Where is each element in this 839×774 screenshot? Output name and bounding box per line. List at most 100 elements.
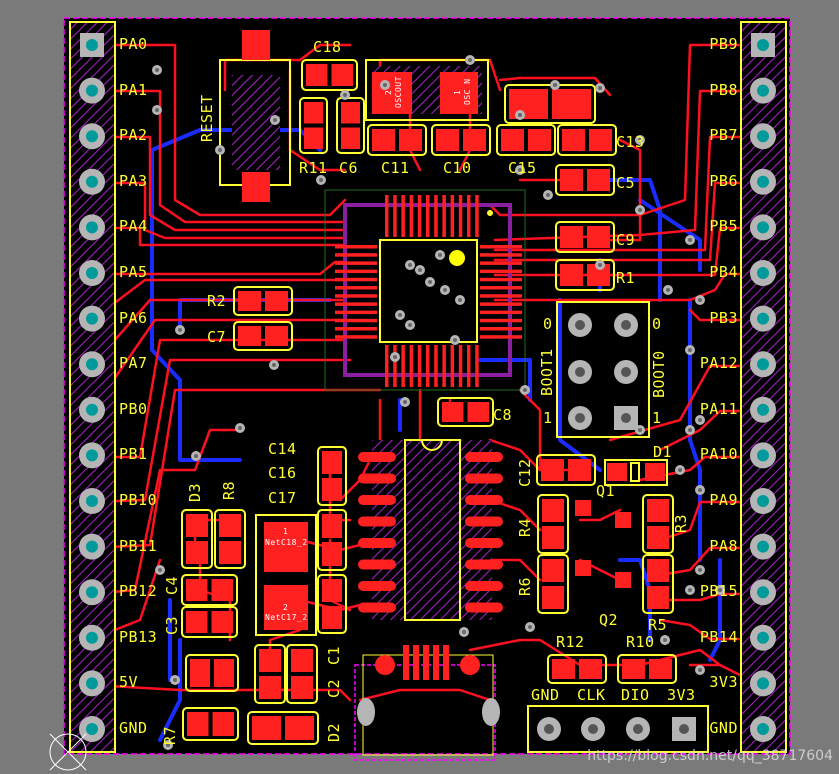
right-header-pin[interactable]	[750, 533, 776, 560]
passive-component[interactable]	[557, 124, 617, 156]
ic-pin	[358, 473, 396, 484]
transistor-pad	[575, 560, 591, 576]
swd-header-footprint[interactable]	[527, 705, 709, 753]
right-header-pin[interactable]	[750, 624, 776, 651]
usb-connector-footprint[interactable]	[354, 645, 500, 761]
passive-component[interactable]	[301, 59, 358, 91]
left-header-pin[interactable]	[79, 214, 105, 241]
ic-pin	[465, 538, 503, 548]
soic-ic-footprint[interactable]	[358, 439, 503, 621]
passive-component[interactable]	[317, 574, 347, 634]
via	[675, 465, 685, 475]
crystal-footprint[interactable]	[365, 59, 489, 121]
right-header-pin[interactable]	[750, 670, 776, 697]
passive-component[interactable]	[233, 286, 293, 316]
passive-component[interactable]	[642, 554, 674, 614]
label-r6: R6	[516, 576, 534, 596]
passive-component[interactable]	[247, 711, 319, 745]
left-header-pin[interactable]	[79, 442, 105, 469]
left-pin-label: PB13	[119, 627, 158, 646]
mcu-pin	[335, 335, 377, 339]
left-pin-label: PA0	[119, 35, 148, 53]
passive-component[interactable]	[317, 509, 347, 571]
mcu-pin	[393, 195, 397, 237]
via	[405, 260, 415, 270]
passive-component[interactable]	[537, 494, 569, 554]
passive-component[interactable]	[299, 97, 328, 154]
passive-component[interactable]	[437, 397, 494, 427]
passive-component[interactable]	[367, 124, 427, 156]
mcu-pin	[450, 195, 455, 237]
right-header-pin[interactable]	[750, 579, 776, 606]
via	[465, 55, 475, 65]
right-header-pin[interactable]	[750, 396, 776, 423]
left-header-pin[interactable]	[79, 77, 105, 104]
right-header-pin[interactable]	[750, 305, 776, 332]
via	[395, 310, 405, 320]
reset-button-footprint[interactable]	[219, 30, 291, 202]
left-header-pin[interactable]	[79, 579, 105, 606]
via	[425, 277, 435, 287]
left-header-pin[interactable]	[79, 533, 105, 560]
left-header-pin[interactable]	[79, 123, 105, 150]
left-header-pin[interactable]	[79, 305, 105, 332]
passive-component[interactable]	[214, 509, 246, 569]
passive-component[interactable]	[431, 124, 491, 156]
right-pin-label: PA8	[709, 536, 738, 555]
left-header-pin[interactable]	[79, 351, 105, 378]
passive-component[interactable]	[555, 164, 615, 196]
passive-component[interactable]	[555, 221, 615, 253]
right-header-pin[interactable]	[750, 716, 776, 742]
label-c8: C8	[493, 406, 513, 424]
passive-component[interactable]	[181, 606, 238, 638]
boot-jumper-footprint[interactable]	[556, 301, 650, 438]
right-header-pin[interactable]	[750, 260, 776, 286]
passive-component[interactable]	[317, 446, 347, 506]
right-header-pin[interactable]	[750, 488, 776, 514]
left-header-pin[interactable]	[79, 168, 105, 195]
passive-component[interactable]	[617, 654, 677, 684]
right-header-pin[interactable]	[750, 442, 776, 469]
right-header-pin[interactable]	[750, 123, 776, 150]
left-header-pin[interactable]	[79, 396, 105, 423]
passive-component[interactable]	[642, 494, 674, 554]
label-boot-0-left: 0	[543, 315, 553, 333]
left-header-pin[interactable]	[79, 670, 105, 697]
passive-component[interactable]	[233, 321, 293, 351]
capacitor-c16-c17-footprint[interactable]	[255, 514, 317, 636]
left-header-pin[interactable]	[79, 624, 105, 651]
ic-pin	[358, 452, 396, 462]
right-pin-label: PB8	[709, 80, 738, 99]
left-header-pin[interactable]	[80, 33, 104, 57]
passive-component[interactable]	[555, 259, 615, 291]
right-header-pin[interactable]	[750, 168, 776, 195]
right-header-pin[interactable]	[751, 33, 775, 57]
passive-component[interactable]	[336, 97, 365, 154]
passive-component[interactable]	[504, 84, 596, 124]
passive-component[interactable]	[547, 654, 607, 684]
passive-component[interactable]	[496, 124, 556, 156]
passive-component[interactable]	[537, 554, 569, 614]
right-header-pin[interactable]	[750, 351, 776, 378]
passive-component[interactable]	[286, 644, 318, 704]
left-header-pin[interactable]	[79, 260, 105, 286]
diode-d1[interactable]	[604, 459, 668, 486]
label-c12: C12	[516, 458, 534, 487]
ic-pin	[465, 559, 503, 570]
via	[235, 423, 245, 433]
right-header-pin[interactable]	[750, 214, 776, 241]
mcu-footprint[interactable]	[324, 189, 526, 391]
label-q2: Q2	[599, 611, 619, 629]
label-c7: C7	[207, 328, 227, 346]
passive-component[interactable]	[185, 654, 239, 692]
right-header-pin[interactable]	[750, 77, 776, 104]
passive-component[interactable]	[254, 644, 286, 704]
passive-component[interactable]	[181, 509, 213, 569]
passive-component[interactable]	[536, 454, 596, 486]
left-header-pin[interactable]	[79, 488, 105, 514]
passive-component[interactable]	[182, 707, 239, 741]
mcu-pin	[480, 269, 522, 274]
passive-component[interactable]	[181, 574, 238, 606]
left-header-pin[interactable]	[79, 716, 105, 742]
